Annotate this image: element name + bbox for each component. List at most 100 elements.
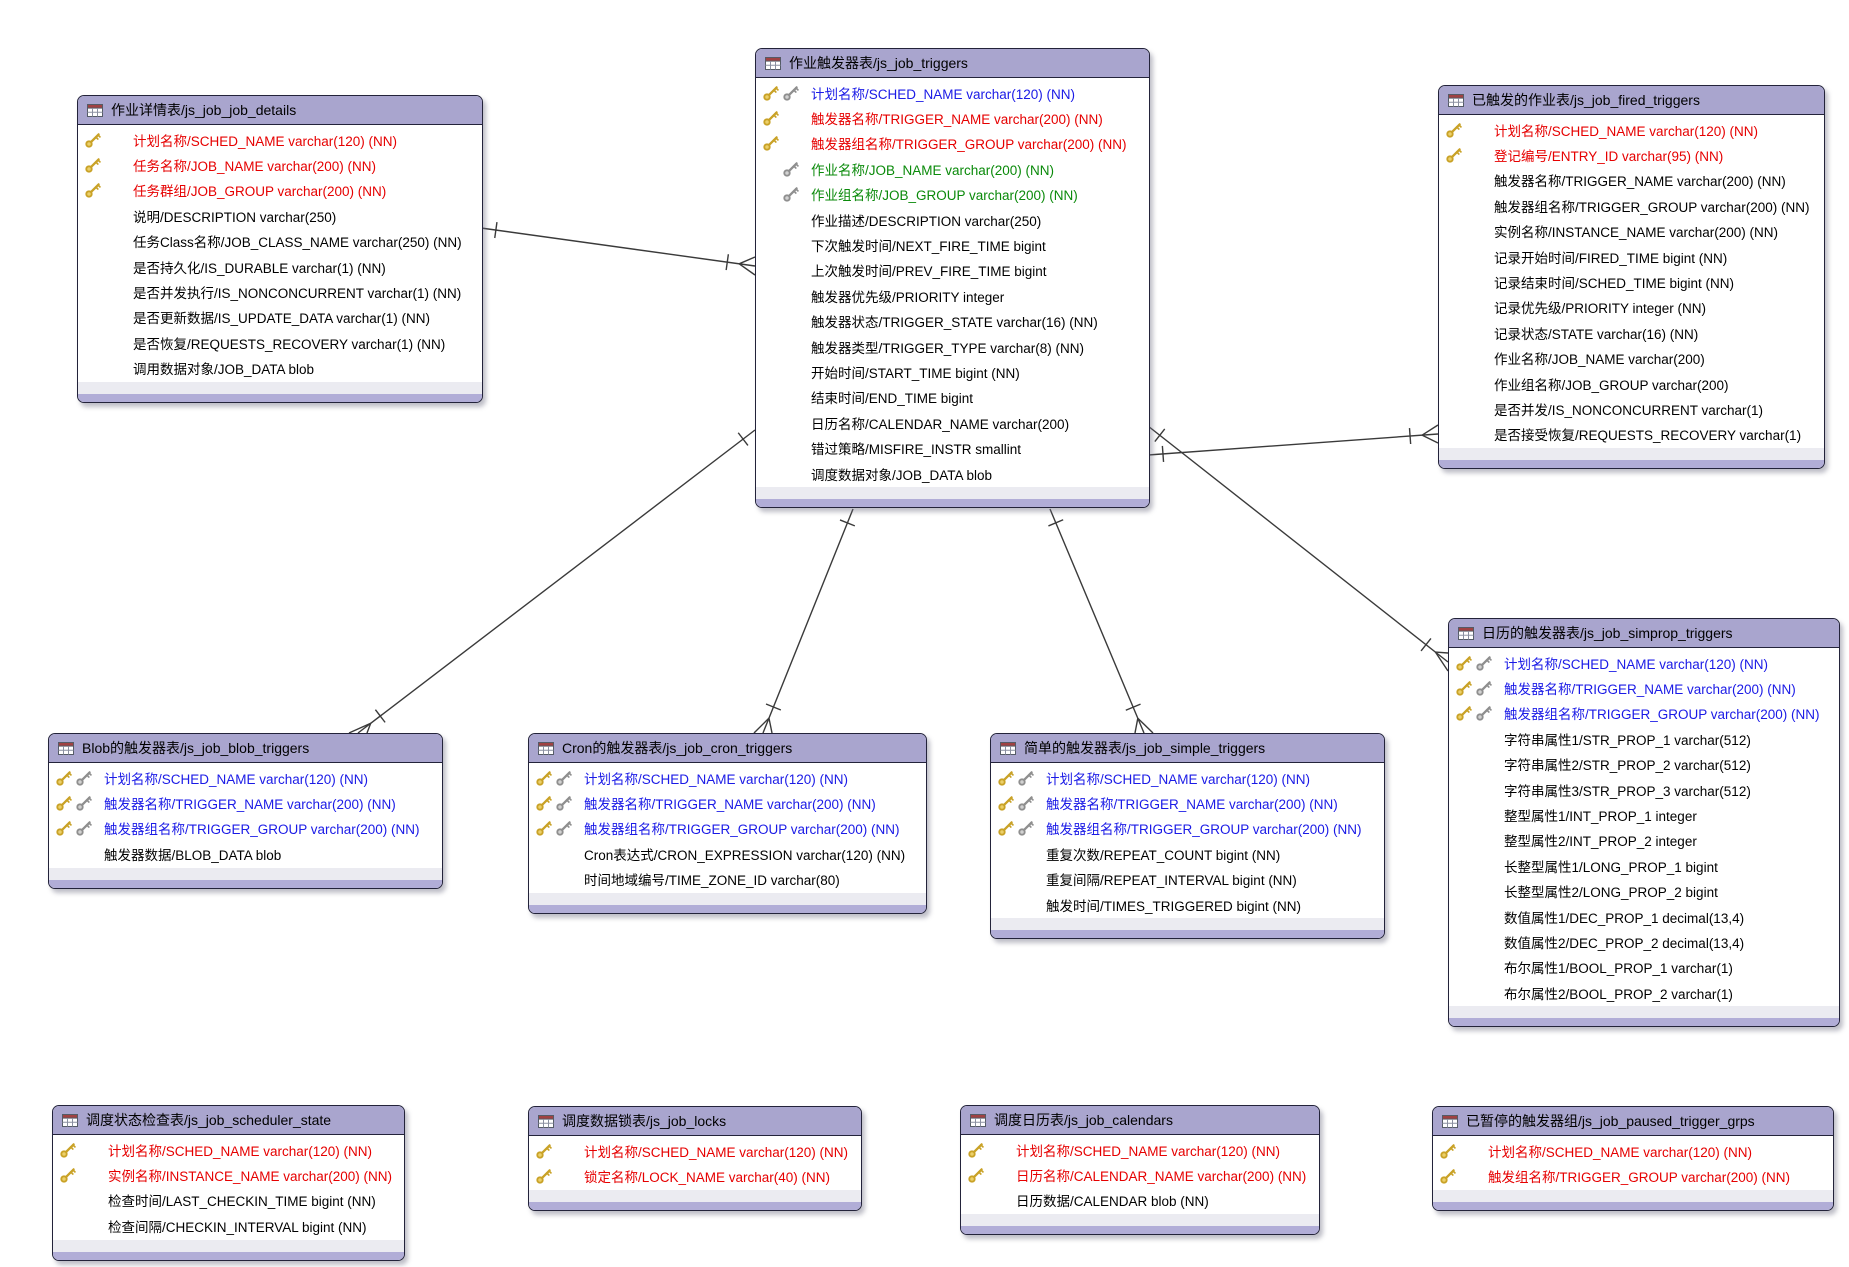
column-row[interactable]: 计划名称/SCHED_NAME varchar(120) (NN) [78,127,482,152]
column-row[interactable]: 长整型属性1/LONG_PROP_1 bigint [1449,853,1839,878]
column-row[interactable]: 字符串属性2/STR_PROP_2 varchar(512) [1449,752,1839,777]
column-row[interactable]: 记录结束时间/SCHED_TIME bigint (NN) [1439,269,1824,294]
column-row[interactable]: 触发器名称/TRIGGER_NAME varchar(200) (NN) [1449,675,1839,700]
table-header[interactable]: 已触发的作业表/js_job_fired_triggers [1439,86,1824,115]
column-row[interactable]: 触发组名称/TRIGGER_GROUP varchar(200) (NN) [1433,1163,1833,1188]
column-row[interactable]: 字符串属性1/STR_PROP_1 varchar(512) [1449,726,1839,751]
column-row[interactable]: 错过策略/MISFIRE_INSTR smallint [756,435,1149,460]
relation-triggers-to-fired-triggers[interactable] [1147,424,1439,462]
column-row[interactable]: 任务名称/JOB_NAME varchar(200) (NN) [78,152,482,177]
column-row[interactable]: 数值属性2/DEC_PROP_2 decimal(13,4) [1449,929,1839,954]
column-row[interactable]: 计划名称/SCHED_NAME varchar(120) (NN) [1433,1138,1833,1163]
column-row[interactable]: 计划名称/SCHED_NAME varchar(120) (NN) [1439,117,1824,142]
column-row[interactable]: 是否更新数据/IS_UPDATE_DATA varchar(1) (NN) [78,305,482,330]
table-header[interactable]: 简单的触发器表/js_job_simple_triggers [991,734,1384,763]
column-row[interactable]: 是否接受恢复/REQUESTS_RECOVERY varchar(1) [1439,422,1824,447]
relation-job-details-to-triggers[interactable] [480,222,756,276]
column-row[interactable]: 计划名称/SCHED_NAME varchar(120) (NN) [1449,650,1839,675]
column-row[interactable]: 重复次数/REPEAT_COUNT bigint (NN) [991,841,1384,866]
column-row[interactable]: 整型属性2/INT_PROP_2 integer [1449,828,1839,853]
column-row[interactable]: 触发器组名称/TRIGGER_GROUP varchar(200) (NN) [1439,193,1824,218]
column-row[interactable]: 触发器组名称/TRIGGER_GROUP varchar(200) (NN) [756,131,1149,156]
column-row[interactable]: 记录状态/STATE varchar(16) (NN) [1439,320,1824,345]
relation-triggers-to-simprop-triggers[interactable] [1147,425,1449,672]
column-row[interactable]: 计划名称/SCHED_NAME varchar(120) (NN) [756,80,1149,105]
column-row[interactable]: 布尔属性2/BOOL_PROP_2 varchar(1) [1449,980,1839,1005]
column-row[interactable]: 重复间隔/REPEAT_INTERVAL bigint (NN) [991,867,1384,892]
column-row[interactable]: 实例名称/INSTANCE_NAME varchar(200) (NN) [53,1162,404,1187]
column-row[interactable]: 触发器组名称/TRIGGER_GROUP varchar(200) (NN) [529,816,926,841]
column-row[interactable]: 记录优先级/PRIORITY integer (NN) [1439,295,1824,320]
column-row[interactable]: 作业组名称/JOB_GROUP varchar(200) [1439,371,1824,396]
column-row[interactable]: 是否持久化/IS_DURABLE varchar(1) (NN) [78,254,482,279]
column-row[interactable]: 计划名称/SCHED_NAME varchar(120) (NN) [991,765,1384,790]
column-row[interactable]: 上次触发时间/PREV_FIRE_TIME bigint [756,258,1149,283]
column-row[interactable]: 检查间隔/CHECKIN_INTERVAL bigint (NN) [53,1213,404,1238]
column-row[interactable]: 下次触发时间/NEXT_FIRE_TIME bigint [756,232,1149,257]
column-row[interactable]: 登记编号/ENTRY_ID varchar(95) (NN) [1439,142,1824,167]
column-row[interactable]: 计划名称/SCHED_NAME varchar(120) (NN) [529,765,926,790]
column-row[interactable]: 触发时间/TIMES_TRIGGERED bigint (NN) [991,892,1384,917]
column-row[interactable]: 触发器名称/TRIGGER_NAME varchar(200) (NN) [1439,168,1824,193]
table-header[interactable]: 调度日历表/js_job_calendars [961,1106,1319,1135]
table-header[interactable]: 作业详情表/js_job_job_details [78,96,482,125]
column-row[interactable]: 触发器名称/TRIGGER_NAME varchar(200) (NN) [991,790,1384,815]
column-row[interactable]: 作业名称/JOB_NAME varchar(200) (NN) [756,156,1149,181]
table-header[interactable]: Blob的触发器表/js_job_blob_triggers [49,734,442,763]
column-row[interactable]: 任务群组/JOB_GROUP varchar(200) (NN) [78,178,482,203]
column-row[interactable]: 调度数据对象/JOB_DATA blob [756,461,1149,486]
column-row[interactable]: 布尔属性1/BOOL_PROP_1 varchar(1) [1449,955,1839,980]
column-row[interactable]: 计划名称/SCHED_NAME varchar(120) (NN) [961,1137,1319,1162]
column-row[interactable]: Cron表达式/CRON_EXPRESSION varchar(120) (NN… [529,841,926,866]
column-row[interactable]: 整型属性1/INT_PROP_1 integer [1449,802,1839,827]
column-row[interactable]: 调用数据对象/JOB_DATA blob [78,356,482,381]
column-row[interactable]: 日历名称/CALENDAR_NAME varchar(200) [756,410,1149,435]
column-row[interactable]: 是否恢复/REQUESTS_RECOVERY varchar(1) (NN) [78,330,482,355]
column-row[interactable]: 是否并发/IS_NONCONCURRENT varchar(1) [1439,396,1824,421]
column-row[interactable]: 作业名称/JOB_NAME varchar(200) [1439,346,1824,371]
column-row[interactable]: 作业描述/DESCRIPTION varchar(250) [756,207,1149,232]
column-row[interactable]: 字符串属性3/STR_PROP_3 varchar(512) [1449,777,1839,802]
column-row[interactable]: 开始时间/START_TIME bigint (NN) [756,359,1149,384]
column-row[interactable]: 数值属性1/DEC_PROP_1 decimal(13,4) [1449,904,1839,929]
table-header[interactable]: 调度状态检查表/js_job_scheduler_state [53,1106,404,1135]
relation-triggers-to-simple-triggers[interactable] [1048,508,1154,734]
column-row[interactable]: 作业组名称/JOB_GROUP varchar(200) (NN) [756,182,1149,207]
table-header[interactable]: 已暂停的触发器组/js_job_paused_trigger_grps [1433,1107,1833,1136]
column-row[interactable]: 记录开始时间/FIRED_TIME bigint (NN) [1439,244,1824,269]
relation-triggers-to-cron-triggers[interactable] [753,508,856,734]
column-row[interactable]: 计划名称/SCHED_NAME varchar(120) (NN) [529,1138,861,1163]
column-row[interactable]: 触发器名称/TRIGGER_NAME varchar(200) (NN) [49,790,442,815]
column-row[interactable]: 触发器组名称/TRIGGER_GROUP varchar(200) (NN) [1449,701,1839,726]
column-row[interactable]: 是否并发执行/IS_NONCONCURRENT varchar(1) (NN) [78,279,482,304]
column-row[interactable]: 触发器名称/TRIGGER_NAME varchar(200) (NN) [756,105,1149,130]
column-row[interactable]: 触发器名称/TRIGGER_NAME varchar(200) (NN) [529,790,926,815]
column-row[interactable]: 结束时间/END_TIME bigint [756,385,1149,410]
column-row[interactable]: 日历名称/CALENDAR_NAME varchar(200) (NN) [961,1162,1319,1187]
column-row[interactable]: 计划名称/SCHED_NAME varchar(120) (NN) [49,765,442,790]
column-row[interactable]: 触发器组名称/TRIGGER_GROUP varchar(200) (NN) [991,816,1384,841]
column-row[interactable]: 锁定名称/LOCK_NAME varchar(40) (NN) [529,1163,861,1188]
column-row[interactable]: 触发器数据/BLOB_DATA blob [49,841,442,866]
column-row[interactable]: 触发器组名称/TRIGGER_GROUP varchar(200) (NN) [49,816,442,841]
column-row[interactable]: 检查时间/LAST_CHECKIN_TIME bigint (NN) [53,1188,404,1213]
column-row[interactable]: 日历数据/CALENDAR blob (NN) [961,1188,1319,1213]
table-header[interactable]: 日历的触发器表/js_job_simprop_triggers [1449,619,1839,648]
column-row[interactable]: 说明/DESCRIPTION varchar(250) [78,203,482,228]
column-row[interactable]: 任务Class名称/JOB_CLASS_NAME varchar(250) (N… [78,229,482,254]
column-row[interactable]: 触发器状态/TRIGGER_STATE varchar(16) (NN) [756,309,1149,334]
column-row[interactable]: 触发器类型/TRIGGER_TYPE varchar(8) (NN) [756,334,1149,359]
column-row[interactable]: 实例名称/INSTANCE_NAME varchar(200) (NN) [1439,219,1824,244]
relation-triggers-to-blob-triggers[interactable] [348,429,756,734]
